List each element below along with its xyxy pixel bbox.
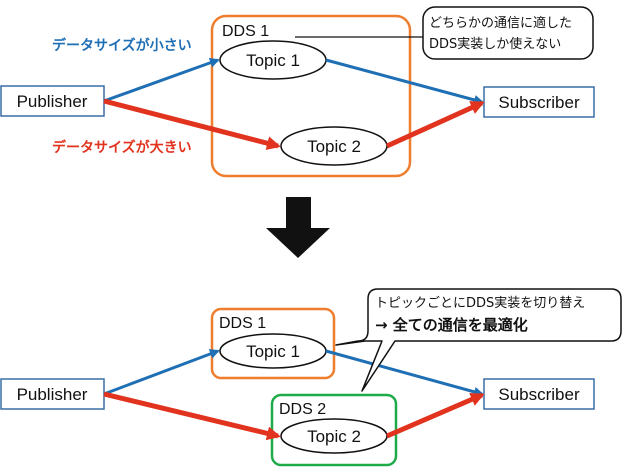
top-dds1-label: DDS 1 (222, 23, 269, 40)
bottom-callout-line1: トピックごとにDDS実装を切り替え (375, 295, 585, 311)
bottom-arrow-pub-topic1 (103, 349, 220, 396)
down-arrow-icon (266, 197, 330, 258)
top-large-data-label: データサイズが大きい (52, 139, 192, 156)
top-callout-box (422, 6, 594, 60)
bottom-arrow-pub-topic2 (103, 391, 281, 441)
top-topic1-label: Topic 1 (246, 51, 300, 70)
top-subscriber-box (483, 86, 595, 118)
bottom-arrow-topic2-sub (386, 392, 485, 439)
bottom-publisher-label: Publisher (17, 385, 88, 404)
top-arrow-topic2-sub (385, 100, 485, 149)
top-arrow-pub-topic1 (103, 58, 220, 103)
top-subscriber-label: Subscriber (498, 93, 580, 112)
bottom-callout-box (335, 288, 622, 392)
bottom-publisher-box (0, 378, 105, 410)
top-arrow-pub-topic2 (103, 98, 281, 151)
bottom-dds2-label: DDS 2 (279, 401, 326, 418)
top-publisher-box (0, 85, 105, 117)
top-dds1-box (210, 14, 412, 178)
bottom-topic1-label: Topic 1 (246, 342, 300, 361)
top-small-data-label: データサイズが小さい (52, 37, 192, 54)
bottom-subscriber-box (483, 378, 595, 410)
top-topic2-label: Topic 2 (307, 137, 361, 156)
top-publisher-label: Publisher (17, 92, 88, 111)
bottom-subscriber-label: Subscriber (498, 385, 580, 404)
top-arrow-topic1-sub (325, 58, 484, 105)
top-callout-line2: DDS実装しか使えない (429, 36, 561, 52)
top-callout-line1: どちらかの通信に適した (429, 15, 572, 31)
bottom-topic2-label: Topic 2 (307, 427, 361, 446)
bottom-dds1-label: DDS 1 (219, 315, 266, 332)
bottom-arrow-topic1-sub (325, 349, 484, 397)
bottom-callout-line2: → 全ての通信を最適化 (375, 316, 528, 334)
bottom-dds1-box (210, 307, 336, 380)
